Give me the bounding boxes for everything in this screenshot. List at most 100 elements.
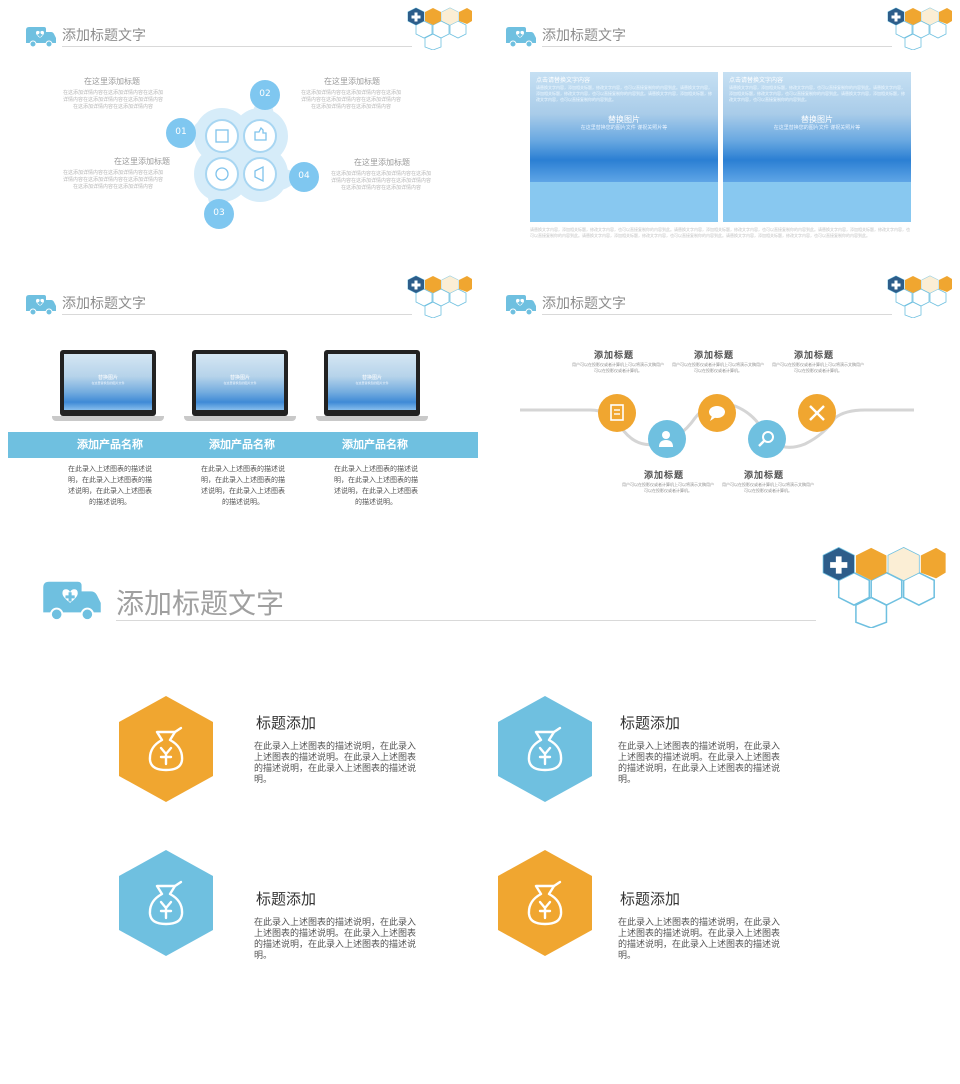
feature-desc: 在此录入上述图表的描述说明，在此录入上述图表的描述说明。在此录入上述图表的描述说… — [254, 742, 417, 785]
photo-caption-box — [530, 182, 718, 222]
timeline-node[interactable] — [748, 420, 786, 458]
product-desc: 在此录入上述图表的描述说明，在此录入上述图表的描述说明，在此录入上述图表的描述说… — [68, 465, 152, 506]
photo-placeholder[interactable] — [530, 72, 718, 182]
photo-card[interactable]: 替换图片 在这里替换您的图片文件 谨祝关照片等 点击请替换文字内容 请替换文字内… — [530, 72, 718, 222]
feature-desc: 在此录入上述图表的描述说明，在此录入上述图表的描述说明。在此录入上述图表的描述说… — [254, 918, 417, 961]
hexagon-decoration-icon — [878, 274, 952, 318]
screen-title: 替换图片 — [229, 375, 250, 381]
money-bag-icon — [527, 880, 563, 926]
money-bag-icon — [527, 726, 563, 772]
ambulance-logo-icon — [504, 292, 538, 316]
ambulance-logo-icon — [24, 24, 58, 48]
photo-caption-box — [723, 182, 911, 222]
tools-icon — [809, 405, 825, 421]
title-divider — [542, 46, 892, 47]
slide-title: 添加标题文字 — [62, 296, 146, 312]
slide-title: 添加标题文字 — [542, 28, 626, 44]
timeline-desc: 用户可以在投影仪或者计算机上可以将演示文稿用户可以在投影仪或者计算机。 — [622, 482, 714, 493]
title-divider — [62, 46, 412, 47]
title-divider — [542, 314, 892, 315]
caption-body: 请替换文字内容，添加相关标题，修改文字内容，也可以直接复制你的内容到此。请替换文… — [536, 85, 712, 102]
feature-hexagon — [119, 850, 213, 956]
item-title: 在这里添加标题 — [84, 77, 140, 86]
slide-title: 添加标题文字 — [62, 28, 146, 44]
flower-diagram — [166, 80, 319, 229]
item-desc: 在这添加详情内容在这添加详情内容在这添加详情内容在这添加详情内容在这添加详情内容… — [330, 171, 431, 191]
search-icon — [758, 431, 774, 447]
screen-subtitle: 在这里替换您的图片文件 — [223, 381, 257, 385]
item-title: 在这里添加标题 — [114, 157, 170, 166]
product-name: 添加产品名称 — [209, 438, 275, 451]
timeline-node[interactable] — [798, 394, 836, 432]
slide-2[interactable]: 添加标题文字 替换图片 在这里替换您的图片文件 谨祝关照片等 点击请替换文字内容… — [480, 0, 960, 268]
product-desc: 在此录入上述图表的描述说明，在此录入上述图表的描述说明，在此录入上述图表的描述说… — [334, 465, 418, 506]
screen-subtitle: 在这里替换您的图片文件 — [91, 381, 125, 385]
caption-body: 请替换文字内容，添加相关标题，修改文字内容，也可以直接复制你的内容到此。请替换文… — [729, 85, 905, 102]
slide-3[interactable]: 添加标题文字 替换图片 在这里替换您的图片文件 替换图片 在这里替换您的图片文件… — [0, 268, 480, 536]
feature-title: 标题添加 — [256, 890, 317, 908]
hexagon-decoration-icon — [878, 6, 952, 50]
photo-card[interactable]: 替换图片 在这里替换您的图片文件 谨祝关照片等 点击请替换文字内容 请替换文字内… — [723, 72, 911, 222]
item-desc: 在这添加详情内容在这添加详情内容在这添加详情内容在这添加详情内容在这添加详情内容… — [300, 90, 401, 110]
slide-4[interactable]: 添加标题文字 添加标题 用户可以在投影仪或者计算机上可以将演示文稿用户可以在投影… — [480, 268, 960, 536]
laptop-mockup[interactable]: 替换图片 在这里替换您的图片文件 — [316, 350, 428, 426]
photo-placeholder[interactable] — [723, 72, 911, 182]
hexagon-decoration-icon — [800, 544, 950, 628]
photo-subtitle: 在这里替换您的图片文件 谨祝关照片等 — [580, 125, 668, 131]
hexagon-decoration-icon — [398, 6, 472, 50]
step-number: 02 — [259, 89, 271, 99]
timeline-desc: 用户可以在投影仪或者计算机上可以将演示文稿用户可以在投影仪或者计算机。 — [672, 362, 764, 373]
feature-desc: 在此录入上述图表的描述说明，在此录入上述图表的描述说明。在此录入上述图表的描述说… — [618, 742, 781, 785]
feature-title: 标题添加 — [620, 890, 681, 908]
timeline-node[interactable] — [698, 394, 736, 432]
screen-subtitle: 在这里替换您的图片文件 — [355, 381, 389, 385]
feature-hexagon — [498, 850, 592, 956]
laptop-base — [316, 416, 428, 421]
timeline-title: 添加标题 — [794, 351, 835, 361]
photo-title: 替换图片 — [608, 115, 640, 124]
photo-title: 替换图片 — [801, 115, 833, 124]
chat-icon — [709, 406, 725, 421]
product-name: 添加产品名称 — [342, 438, 408, 451]
laptop-base — [52, 416, 164, 421]
slide-title: 添加标题文字 — [116, 587, 285, 620]
title-divider — [62, 314, 412, 315]
product-name: 添加产品名称 — [77, 438, 143, 451]
feature-hexagon — [498, 696, 592, 802]
photo-subtitle: 在这里替换您的图片文件 谨祝关照片等 — [773, 125, 861, 131]
ambulance-logo-icon — [38, 576, 106, 622]
timeline-desc: 用户可以在投影仪或者计算机上可以将演示文稿用户可以在投影仪或者计算机。 — [722, 482, 814, 493]
step-number: 01 — [175, 127, 187, 137]
slide-5[interactable]: 添加标题文字 标题添加 在此录入上述图表 — [0, 536, 960, 1084]
timeline-node[interactable] — [598, 394, 636, 432]
step-number: 03 — [213, 208, 225, 218]
user-icon — [659, 431, 673, 447]
item-desc: 在这添加详情内容在这添加详情内容在这添加详情内容在这添加详情内容在这添加详情内容… — [62, 90, 163, 110]
feature-desc: 在此录入上述图表的描述说明，在此录入上述图表的描述说明。在此录入上述图表的描述说… — [618, 918, 781, 961]
money-bag-icon — [148, 880, 184, 926]
ambulance-logo-icon — [24, 292, 58, 316]
product-band — [8, 432, 478, 458]
timeline-title: 添加标题 — [744, 471, 785, 481]
item-title: 在这里添加标题 — [324, 77, 380, 86]
money-bag-icon — [148, 726, 184, 772]
timeline-title: 添加标题 — [694, 351, 735, 361]
screen-title: 替换图片 — [361, 375, 382, 381]
timeline-title: 添加标题 — [644, 471, 685, 481]
timeline-node[interactable] — [648, 420, 686, 458]
footer-text: 请替换文字内容，添加相关标题，修改文字内容，也可以直接复制你的内容到此。请替换文… — [530, 227, 910, 238]
laptop-mockup[interactable]: 替换图片 在这里替换您的图片文件 — [184, 350, 296, 426]
timeline-title: 添加标题 — [594, 351, 635, 361]
feature-title: 标题添加 — [620, 714, 681, 732]
feature-title: 标题添加 — [256, 714, 317, 732]
feature-hexagon — [119, 696, 213, 802]
timeline-desc: 用户可以在投影仪或者计算机上可以将演示文稿用户可以在投影仪或者计算机。 — [572, 362, 664, 373]
product-desc: 在此录入上述图表的描述说明，在此录入上述图表的描述说明，在此录入上述图表的描述说… — [201, 465, 285, 506]
slide-1[interactable]: 添加标题文字 01 02 03 04 在这里添加标题 在这添加详情内容在这添加详… — [0, 0, 480, 268]
laptop-base — [184, 416, 296, 421]
step-number: 04 — [298, 171, 310, 181]
caption-title: 点击请替换文字内容 — [536, 77, 591, 84]
hexagon-decoration-icon — [398, 274, 472, 318]
slide-title: 添加标题文字 — [542, 296, 626, 312]
laptop-mockup[interactable]: 替换图片 在这里替换您的图片文件 — [52, 350, 164, 426]
